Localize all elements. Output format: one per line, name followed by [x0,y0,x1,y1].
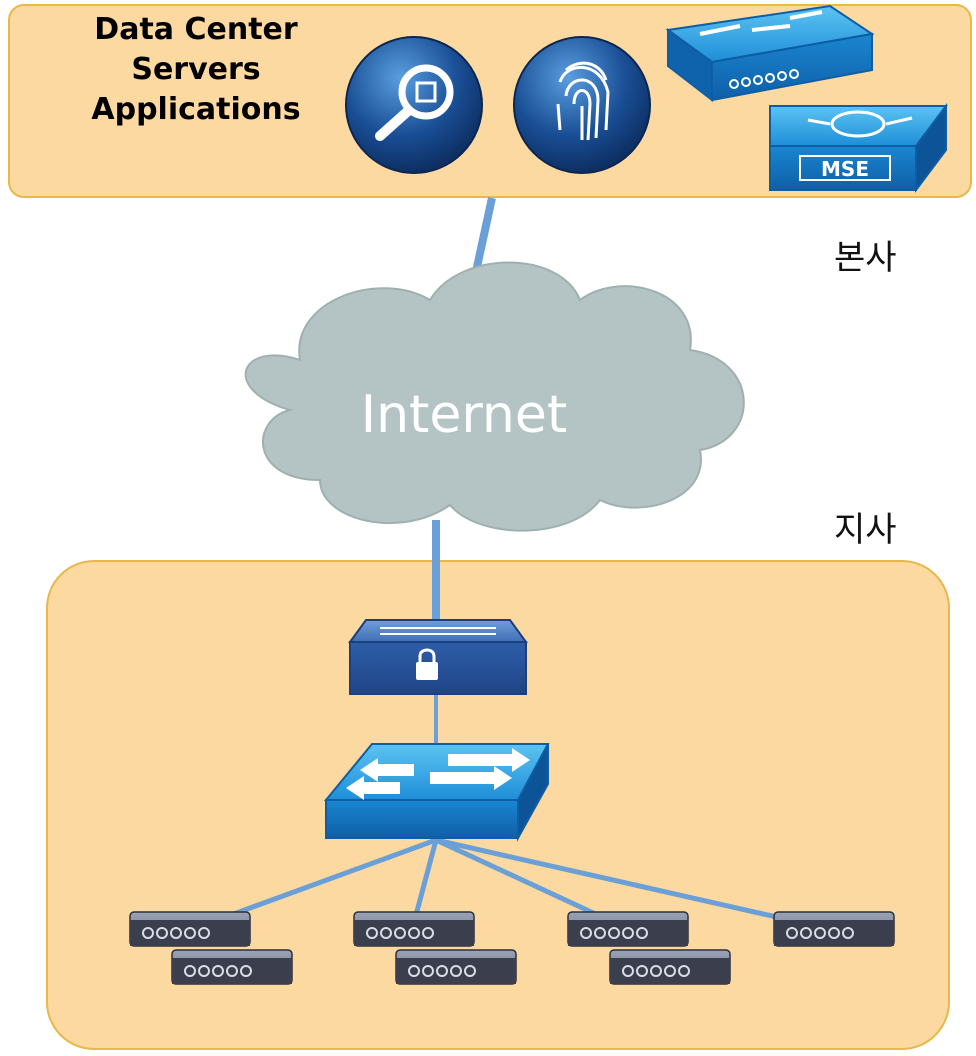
access-point-1b [171,949,293,985]
firewall-icon [348,619,528,695]
access-point-2b [395,949,517,985]
internet-label: Internet [361,385,567,445]
datacenter-label-line-1: Data Center [94,12,298,47]
datacenter-label-line-2: Servers [131,52,261,87]
search-sphere-icon [345,36,483,174]
router-icon [665,4,875,103]
datacenter-label-line-3: Applications [91,92,301,127]
mse-appliance-icon: MSE [769,103,948,193]
access-point-3a [567,911,689,947]
hq-label: 본사 [834,238,897,278]
switch-icon [323,743,550,842]
internet-cloud: Internet [244,261,745,532]
fingerprint-sphere-icon [513,36,651,174]
access-point-1a [129,911,251,947]
access-point-3b [609,949,731,985]
link-switch-ap-4 [435,837,835,933]
mse-label: MSE [821,157,869,181]
datacenter-label: Data Center Servers Applications [60,10,332,130]
branch-label: 지사 [834,510,897,550]
access-point-2a [353,911,475,947]
access-points [129,911,895,985]
access-point-4 [773,911,895,947]
